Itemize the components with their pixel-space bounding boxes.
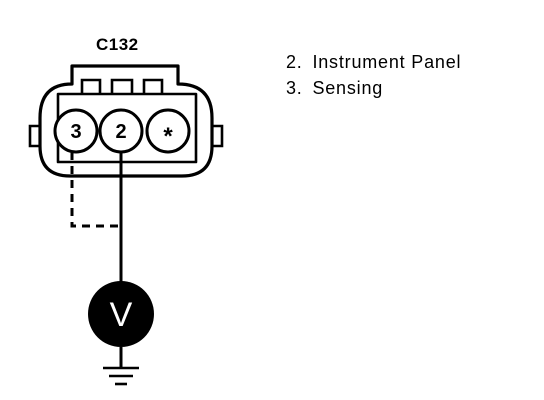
pin-unused-label: *	[163, 123, 173, 150]
legend-item-2-number: 2.	[286, 52, 303, 72]
connector-housing	[38, 64, 214, 178]
pin-3-label: 3	[70, 121, 81, 143]
voltmeter-icon: V	[88, 281, 154, 347]
legend-item-2-text: Instrument Panel	[312, 52, 461, 72]
ground-icon	[103, 366, 139, 386]
connector-label: C132	[96, 35, 139, 54]
pin-unused-cavity	[145, 108, 191, 154]
legend-item-3: 3. Sensing	[286, 78, 383, 98]
legend-item-3-number: 3.	[286, 78, 303, 98]
legend-item-3-text: Sensing	[312, 78, 383, 98]
connector-lock-tabs	[80, 78, 164, 94]
legend-item-2: 2. Instrument Panel	[286, 52, 461, 72]
pin-3-alternate-probe-wire	[70, 152, 121, 228]
pin-legend: 2. Instrument Panel 3. Sensing	[286, 52, 461, 98]
voltmeter-symbol: V	[110, 296, 133, 334]
pin-2-label: 2	[115, 121, 126, 143]
pin-3-cavity	[53, 108, 99, 154]
connector-side-clips	[28, 124, 224, 148]
